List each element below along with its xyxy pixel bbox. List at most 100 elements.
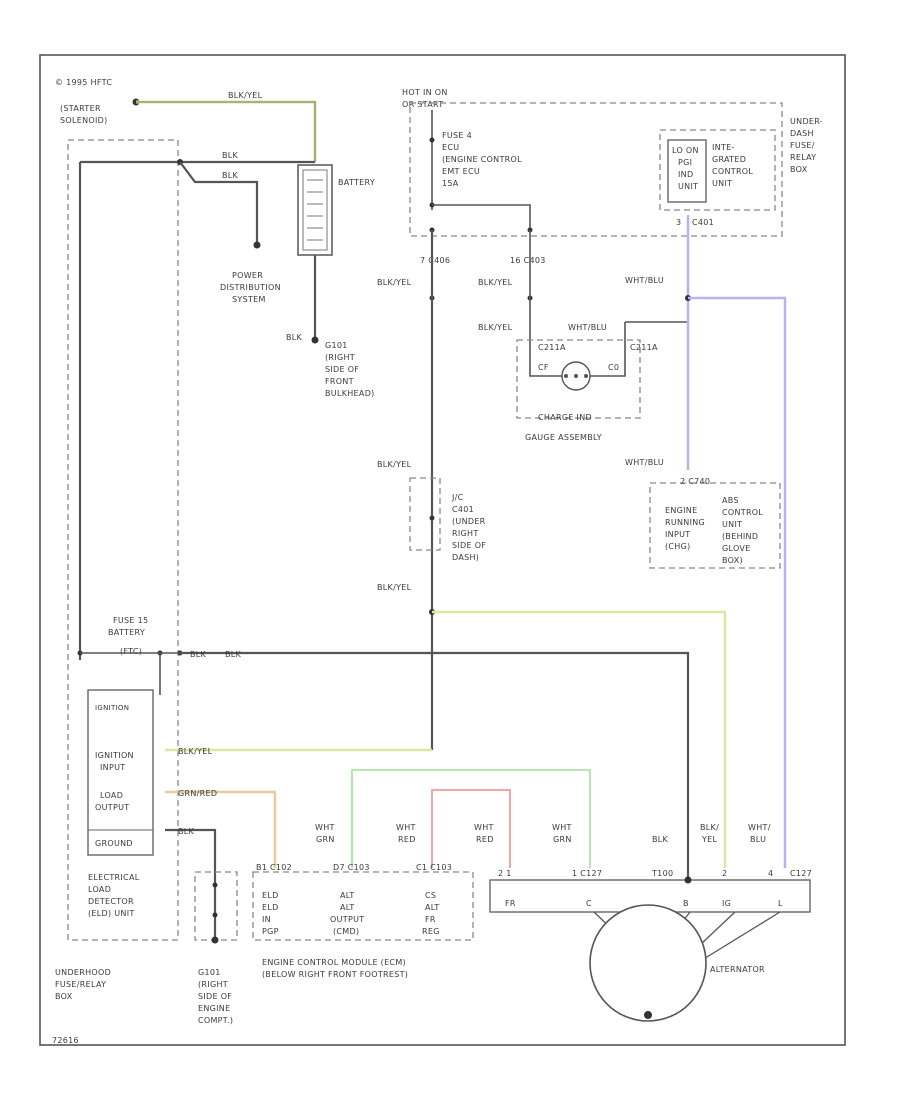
starter-solenoid: (STARTER SOLENOID)	[60, 98, 140, 125]
svg-text:UNDER-: UNDER-	[790, 117, 823, 126]
charge-indicator-lamp	[561, 361, 591, 391]
footer-code: 72616	[52, 1036, 79, 1045]
svg-text:GRN: GRN	[553, 835, 572, 844]
svg-text:INTE-: INTE-	[712, 143, 735, 152]
svg-text:C1 C103: C1 C103	[416, 863, 452, 872]
svg-text:UNIT: UNIT	[722, 520, 742, 529]
integrated-control-unit	[659, 129, 776, 211]
svg-text:BLK: BLK	[225, 650, 242, 659]
svg-text:2 1: 2 1	[498, 869, 512, 878]
svg-text:C401: C401	[452, 505, 474, 514]
svg-text:ABS: ABS	[722, 496, 739, 505]
svg-text:FRONT: FRONT	[325, 377, 354, 386]
svg-text:WHT/BLU: WHT/BLU	[625, 458, 664, 467]
svg-text:FUSE 15: FUSE 15	[113, 616, 148, 625]
svg-text:BATTERY: BATTERY	[108, 628, 145, 637]
wire-wht-blu-alt	[688, 296, 787, 868]
svg-text:BLK: BLK	[222, 151, 239, 160]
svg-text:BLK/YEL: BLK/YEL	[178, 747, 213, 756]
svg-text:BLK: BLK	[178, 827, 195, 836]
svg-text:FUSE/: FUSE/	[790, 141, 815, 150]
svg-text:16 C403: 16 C403	[510, 256, 546, 265]
svg-text:(RIGHT: (RIGHT	[198, 980, 228, 989]
svg-text:UNDERHOOD: UNDERHOOD	[55, 968, 111, 977]
svg-text:SIDE OF: SIDE OF	[452, 541, 486, 550]
ig-on-pgi-box	[667, 139, 707, 203]
svg-text:BLK/YEL: BLK/YEL	[377, 583, 412, 592]
engine-control-module	[252, 871, 474, 941]
svg-text:WHT: WHT	[315, 823, 335, 832]
svg-text:2 C740: 2 C740	[680, 477, 710, 486]
svg-text:REG: REG	[422, 927, 440, 936]
under-dash-fuse-relay-box	[409, 102, 783, 237]
svg-text:IN: IN	[262, 915, 271, 924]
svg-text:C: C	[586, 899, 592, 908]
svg-text:ENGINE CONTROL MODULE (ECM): ENGINE CONTROL MODULE (ECM)	[262, 958, 406, 967]
svg-text:BLK/YEL: BLK/YEL	[228, 91, 263, 100]
diagram-frame	[39, 54, 846, 1046]
svg-text:PGP: PGP	[262, 927, 279, 936]
svg-text:IND: IND	[678, 170, 693, 179]
svg-text:OUTPUT: OUTPUT	[95, 803, 129, 812]
svg-text:EMT ECU: EMT ECU	[442, 167, 480, 176]
svg-text:WHT: WHT	[474, 823, 494, 832]
svg-text:GRATED: GRATED	[712, 155, 746, 164]
svg-text:1 C127: 1 C127	[572, 869, 602, 878]
svg-text:C211A: C211A	[630, 343, 658, 352]
ground-g101-engine-label: G101 (RIGHT SIDE OF ENGINE COMPT.)	[198, 968, 233, 1025]
svg-text:PGI: PGI	[678, 158, 692, 167]
svg-text:BULKHEAD): BULKHEAD)	[325, 389, 375, 398]
svg-text:GLOVE: GLOVE	[722, 544, 751, 553]
svg-text:BOX): BOX)	[722, 556, 743, 565]
svg-text:(CMD): (CMD)	[333, 927, 359, 936]
svg-text:IG: IG	[722, 899, 731, 908]
svg-text:(FTC): (FTC)	[120, 647, 142, 656]
svg-text:ECU: ECU	[442, 143, 459, 152]
svg-text:OUTPUT: OUTPUT	[330, 915, 364, 924]
svg-text:BLK: BLK	[286, 333, 303, 342]
fuse-4-label: FUSE 4 ECU (ENGINE CONTROL EMT ECU 15A	[442, 131, 522, 188]
svg-text:LOAD: LOAD	[100, 791, 123, 800]
abs-control-unit	[649, 482, 781, 569]
svg-text:ALT: ALT	[340, 891, 355, 900]
svg-text:ENGINE: ENGINE	[198, 1004, 230, 1013]
svg-text:UNIT: UNIT	[678, 182, 698, 191]
svg-text:G101: G101	[198, 968, 221, 977]
svg-text:ELD: ELD	[262, 891, 279, 900]
svg-text:INPUT: INPUT	[665, 530, 690, 539]
svg-text:SOLENOID): SOLENOID)	[60, 116, 108, 125]
underhood-fuse-relay-box	[67, 139, 179, 941]
svg-text:RED: RED	[398, 835, 416, 844]
joint-connector	[409, 477, 441, 551]
svg-text:ALT: ALT	[425, 903, 440, 912]
eld-label: ELECTRICAL LOAD DETECTOR (ELD) UNIT	[88, 873, 140, 918]
power-distribution-label: POWER DISTRIBUTION SYSTEM	[220, 271, 281, 304]
svg-text:C127: C127	[790, 869, 812, 878]
svg-text:FR: FR	[505, 899, 516, 908]
svg-text:WHT/: WHT/	[748, 823, 771, 832]
svg-text:DASH: DASH	[790, 129, 814, 138]
ecm-wire-labels: WHT GRN WHT RED WHT RED WHT GRN BLK BLK/…	[315, 823, 771, 844]
svg-text:C0: C0	[608, 363, 619, 372]
svg-text:GRN/RED: GRN/RED	[178, 789, 217, 798]
svg-text:B1 C102: B1 C102	[256, 863, 292, 872]
svg-text:CS: CS	[425, 891, 436, 900]
svg-text:ALT: ALT	[340, 903, 355, 912]
svg-text:(ENGINE CONTROL: (ENGINE CONTROL	[442, 155, 522, 164]
svg-text:WHT: WHT	[396, 823, 416, 832]
svg-text:SYSTEM: SYSTEM	[232, 295, 266, 304]
gauge-assembly	[516, 339, 641, 419]
svg-text:15A: 15A	[442, 179, 459, 188]
svg-text:BATTERY: BATTERY	[338, 178, 375, 187]
svg-text:ELECTRICAL: ELECTRICAL	[88, 873, 140, 882]
svg-text:WHT: WHT	[552, 823, 572, 832]
eld-unit	[87, 689, 154, 856]
svg-text:RIGHT: RIGHT	[452, 529, 479, 538]
svg-text:(ELD) UNIT: (ELD) UNIT	[88, 909, 135, 918]
svg-text:BLK/YEL: BLK/YEL	[377, 460, 412, 469]
ecm-section-cs-alt: CS ALT FR REG	[422, 891, 440, 936]
svg-text:C401: C401	[692, 218, 714, 227]
svg-text:IGNITION: IGNITION	[95, 751, 134, 760]
svg-text:(STARTER: (STARTER	[60, 104, 101, 113]
svg-text:CONTROL: CONTROL	[722, 508, 763, 517]
